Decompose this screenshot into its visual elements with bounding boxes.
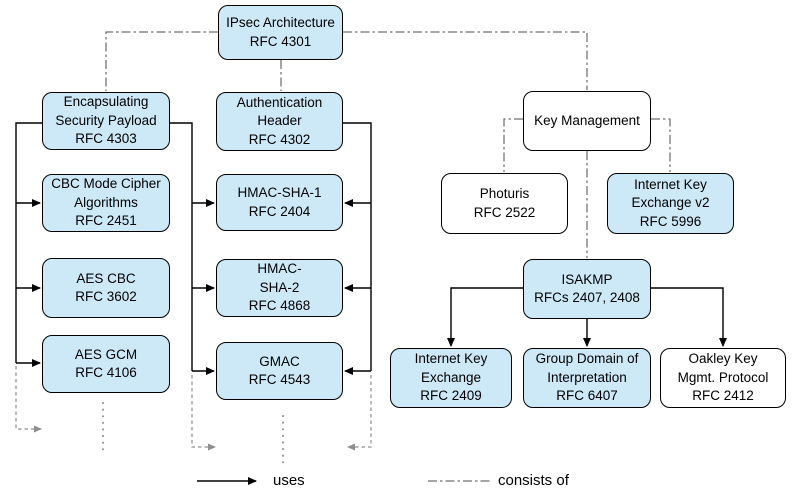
uses-connectors <box>15 122 727 375</box>
node-label: IPsec Architecture RFC 4301 <box>226 15 335 49</box>
node-photuris: Photuris RFC 2522 <box>441 173 568 234</box>
node-encapsulating-security-payload: Encapsulating Security Payload RFC 4303 <box>42 92 170 150</box>
node-aes-gcm: AES GCM RFC 4106 <box>42 335 170 393</box>
node-label: Oakley Key Mgmt. Protocol RFC 2412 <box>677 351 769 404</box>
node-label: CBC Mode Cipher Algorithms RFC 2451 <box>51 176 161 229</box>
node-ipsec-architecture: IPsec Architecture RFC 4301 <box>218 5 343 60</box>
node-aes-cbc: AES CBC RFC 3602 <box>42 258 170 318</box>
node-hmac-sha-1: HMAC-SHA-1 RFC 2404 <box>216 174 343 231</box>
node-label: Group Domain of Interpretation RFC 6407 <box>535 351 639 404</box>
node-label: AES GCM RFC 4106 <box>74 346 138 380</box>
node-label: HMAC-SHA-1 RFC 2404 <box>237 185 322 219</box>
node-hmac-sha-2: HMAC- SHA-2 RFC 4868 <box>216 259 343 317</box>
node-label: Authentication Header RFC 4302 <box>236 94 323 147</box>
node-label: GMAC RFC 4543 <box>248 353 311 387</box>
node-group-domain-of-interpretation: Group Domain of Interpretation RFC 6407 <box>523 348 651 408</box>
node-label: Key Management <box>534 112 640 128</box>
node-isakmp: ISAKMP RFCs 2407, 2408 <box>523 259 651 319</box>
legend-consists-of-label: consists of <box>498 472 569 489</box>
node-label: ISAKMP RFCs 2407, 2408 <box>534 271 640 305</box>
ellipsis-dots <box>102 402 284 467</box>
node-oakley-key-mgmt-protocol: Oakley Key Mgmt. Protocol RFC 2412 <box>660 348 786 408</box>
node-cbc-mode-cipher-algorithms: CBC Mode Cipher Algorithms RFC 2451 <box>42 174 170 232</box>
legend-uses-label: uses <box>273 472 305 489</box>
node-label: Encapsulating Security Payload RFC 4303 <box>55 94 157 147</box>
node-key-management: Key Management <box>523 91 651 151</box>
node-label: Internet Key Exchange RFC 2409 <box>414 351 488 404</box>
node-authentication-header: Authentication Header RFC 4302 <box>216 92 343 151</box>
node-label: Internet Key Exchange v2 RFC 5996 <box>631 176 710 229</box>
node-internet-key-exchange-v2: Internet Key Exchange v2 RFC 5996 <box>607 173 734 234</box>
node-gmac: GMAC RFC 4543 <box>216 342 343 400</box>
node-label: AES CBC RFC 3602 <box>75 270 137 304</box>
node-internet-key-exchange: Internet Key Exchange RFC 2409 <box>390 348 512 408</box>
node-label: Photuris RFC 2522 <box>473 186 536 220</box>
node-label: HMAC- SHA-2 RFC 4868 <box>248 261 311 314</box>
